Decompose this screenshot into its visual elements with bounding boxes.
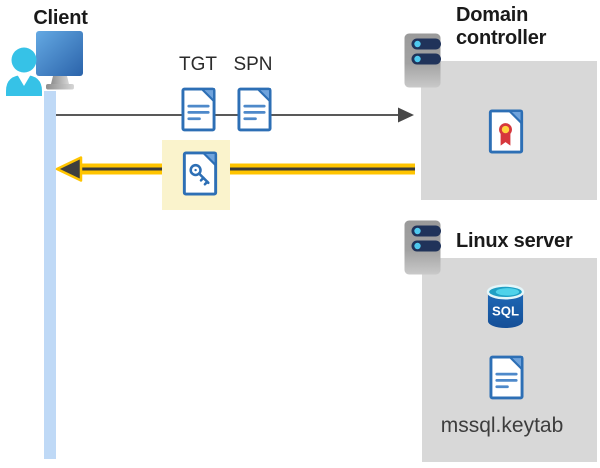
- certificate-icon: [488, 109, 524, 154]
- tgt-document-icon: [181, 87, 216, 132]
- key-document-icon: [182, 151, 218, 196]
- monitor-icon: [36, 31, 83, 90]
- request-arrow: [56, 107, 414, 123]
- client-lifeline: [44, 91, 56, 459]
- tgt-label: TGT: [179, 54, 217, 75]
- spn-document-icon: [237, 87, 272, 132]
- keytab-document-icon: [489, 355, 524, 400]
- person-icon: [6, 47, 42, 96]
- sql-badge-text: SQL: [492, 303, 519, 318]
- keytab-filename-label: mssql.keytab: [440, 414, 564, 437]
- response-arrow: [55, 156, 415, 182]
- spn-label: SPN: [233, 54, 273, 75]
- linux-server-icon: [404, 220, 441, 275]
- domain-controller-server-icon: [404, 33, 441, 88]
- linux-server-label: Linux server: [456, 230, 573, 252]
- domain-controller-label: Domain controller: [456, 4, 547, 49]
- sql-database-icon: SQL: [486, 284, 525, 330]
- client-icon: [2, 30, 88, 96]
- client-label: Client: [33, 7, 88, 29]
